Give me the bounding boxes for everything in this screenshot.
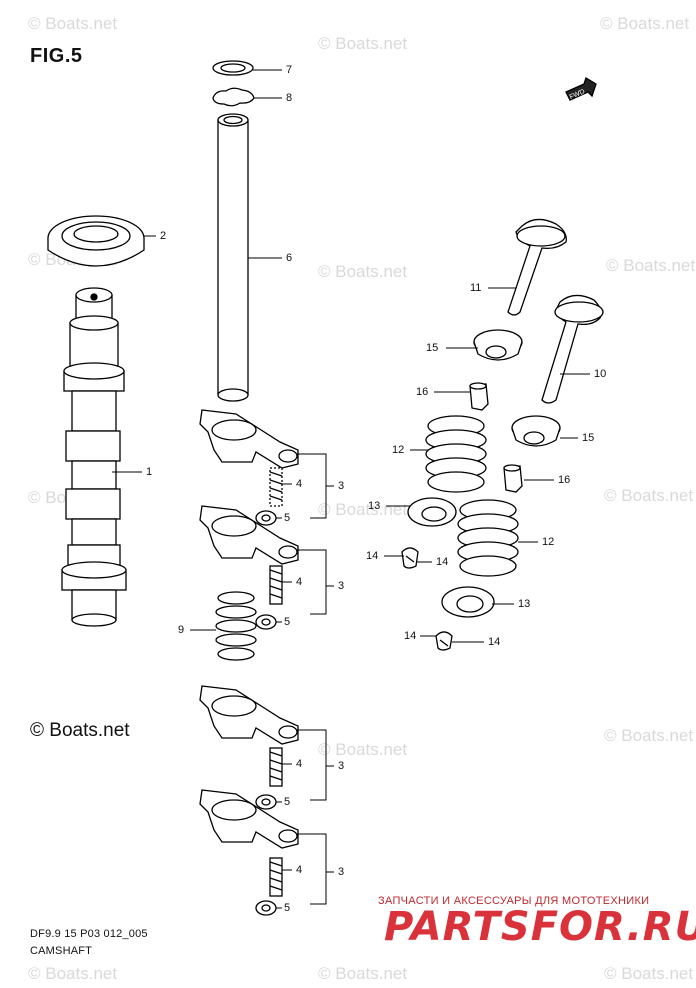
callout-10: 10 [594, 368, 607, 380]
callout-5: 5 [284, 796, 291, 808]
part-14-keeper-b [435, 631, 453, 651]
callout-16: 16 [416, 386, 429, 398]
watermark: © Boats.net [606, 256, 696, 275]
part-15-retainer-b [511, 415, 561, 447]
callout-4: 4 [296, 864, 303, 876]
rocker-arm-2 [199, 505, 299, 565]
callout-12: 12 [542, 536, 555, 548]
part-11-valve [507, 218, 567, 316]
part-15-retainer-a [473, 329, 523, 361]
screw-4-d [269, 857, 283, 897]
rocker-arm-4 [199, 789, 299, 849]
callout-13: 13 [368, 500, 381, 512]
callout-12: 12 [392, 444, 405, 456]
figure-code: DF9.9 15 P03 012_005 [30, 928, 148, 940]
nut-5-d [255, 900, 277, 916]
watermark: © Boats.net [604, 964, 694, 983]
callout-5: 5 [284, 616, 291, 628]
part-14-keeper-a [401, 547, 419, 569]
callout-1: 1 [146, 466, 153, 478]
watermark: © Boats.net [318, 500, 408, 519]
part-12-spring-b [457, 499, 519, 577]
part-13-seat-b [441, 586, 495, 618]
part-16-seal-b [503, 464, 523, 493]
screw-4-c [269, 747, 283, 787]
rocker-arm-3 [199, 685, 299, 745]
screw-4-b [269, 565, 283, 605]
part-12-spring-a [425, 415, 487, 493]
callout-3: 3 [338, 480, 345, 492]
part-8-gasket [212, 87, 255, 107]
brand-logo: PARTSFOR.RU [384, 904, 696, 950]
watermark: © Boats.net [28, 14, 118, 33]
callout-13: 13 [518, 598, 531, 610]
callout-4: 4 [296, 478, 303, 490]
callout-15: 15 [426, 342, 439, 354]
callout-16: 16 [558, 474, 571, 486]
watermark: © Boats.net [600, 14, 690, 33]
nut-5-b [255, 614, 277, 630]
callout-3: 3 [338, 760, 345, 772]
watermark: © Boats.net [318, 740, 408, 759]
fwd-arrow-icon: FWD [565, 77, 597, 101]
callout-14: 14 [366, 550, 379, 562]
figure-title: FIG.5 [30, 45, 83, 67]
part-16-seal-a [469, 382, 489, 411]
callout-9: 9 [178, 624, 185, 636]
callout-5: 5 [284, 512, 291, 524]
callout-8: 8 [286, 92, 293, 104]
callout-14: 14 [436, 556, 449, 568]
part-10-valve [541, 294, 604, 404]
callout-14: 14 [488, 636, 501, 648]
figure-name: CAMSHAFT [30, 945, 93, 957]
callout-7: 7 [286, 64, 293, 76]
callout-5: 5 [284, 902, 291, 914]
callout-4: 4 [296, 758, 303, 770]
callout-4: 4 [296, 576, 303, 588]
callout-3: 3 [338, 866, 345, 878]
part-7-washer [212, 60, 254, 76]
watermark: © Boats.net [318, 964, 408, 983]
callout-2: 2 [160, 230, 167, 242]
callout-3: 3 [338, 580, 345, 592]
rocker-arm-1 [199, 409, 299, 469]
brand-tagline: ЗАПЧАСТИ И АКСЕССУАРЫ ДЛЯ МОТОТЕХНИКИ [378, 895, 650, 907]
part-6-tube [217, 113, 249, 402]
part-9-spring [215, 591, 257, 661]
part-1-camshaft [61, 287, 127, 627]
watermark: © Boats.net [604, 486, 694, 505]
callout-15: 15 [582, 432, 595, 444]
callout-6: 6 [286, 252, 293, 264]
screw-4-a [269, 467, 283, 507]
watermark: © Boats.net [318, 34, 408, 53]
copyright-label: © Boats.net [30, 720, 130, 741]
callout-14: 14 [404, 630, 417, 642]
watermark: © Boats.net [318, 262, 408, 281]
part-13-seat-a [407, 497, 457, 527]
nut-5-c [255, 794, 277, 810]
watermark: © Boats.net [28, 964, 118, 983]
callout-11: 11 [470, 282, 482, 294]
nut-5-a [255, 510, 277, 526]
part-2-oil-seal [47, 215, 145, 267]
watermark: © Boats.net [604, 726, 694, 745]
